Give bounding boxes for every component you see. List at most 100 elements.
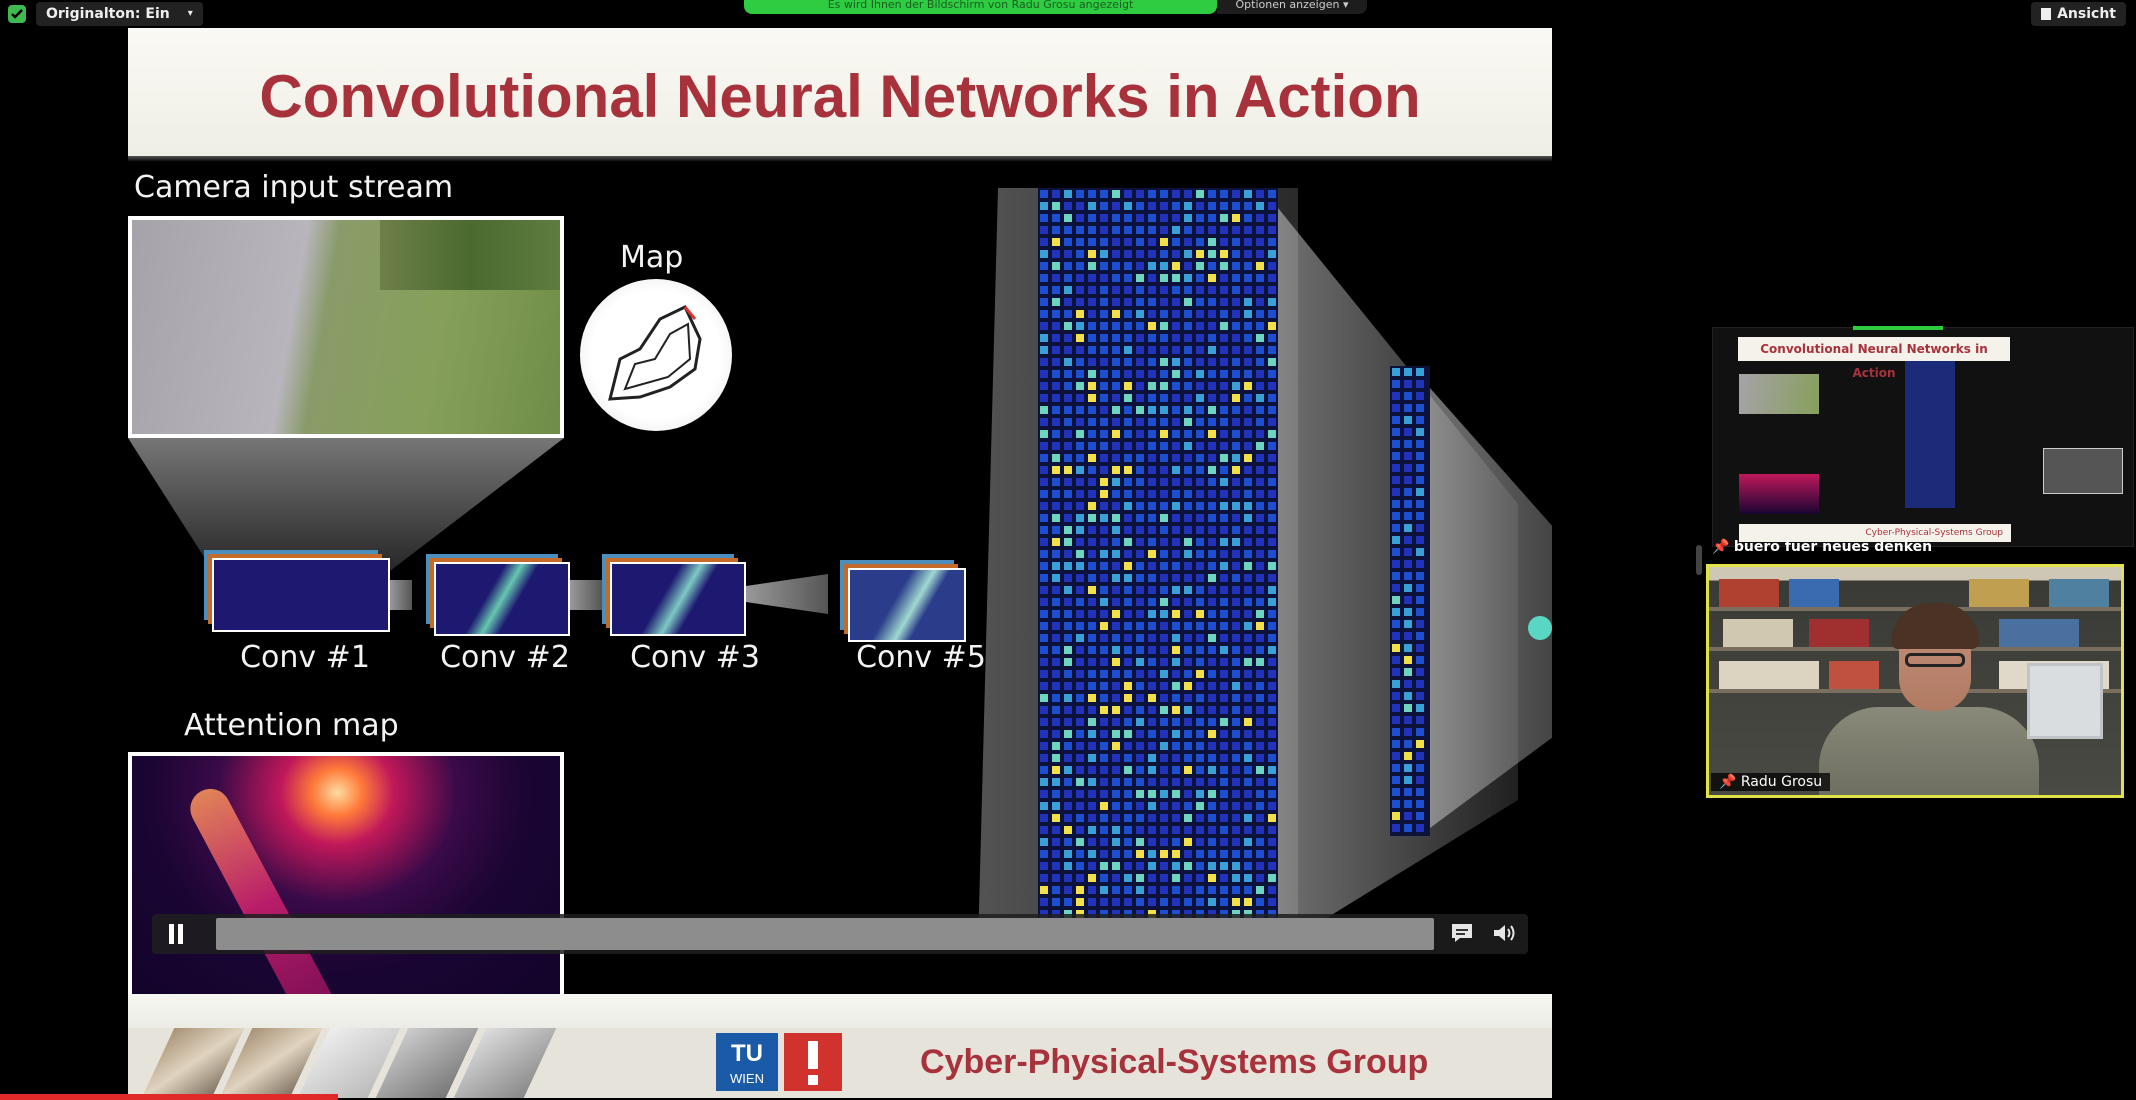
neuron — [1172, 418, 1180, 426]
neuron — [1244, 430, 1252, 438]
neuron — [1136, 646, 1144, 654]
neuron — [1208, 358, 1216, 366]
neuron — [1196, 502, 1204, 510]
neuron — [1244, 274, 1252, 282]
neuron — [1052, 742, 1060, 750]
volume-button[interactable] — [1492, 922, 1518, 944]
neuron — [1268, 370, 1276, 378]
neuron — [1268, 394, 1276, 402]
neuron — [1268, 490, 1276, 498]
neuron — [1244, 478, 1252, 486]
neuron — [1268, 346, 1276, 354]
neuron — [1124, 250, 1132, 258]
original-audio-label: Originalton: Ein — [46, 6, 170, 22]
neuron — [1052, 538, 1060, 546]
pause-button[interactable] — [160, 918, 192, 950]
view-button[interactable]: Ansicht — [2031, 2, 2126, 26]
neuron — [1100, 682, 1108, 690]
neuron — [1136, 202, 1144, 210]
neuron — [1100, 562, 1108, 570]
neuron — [1220, 850, 1228, 858]
neuron — [1220, 454, 1228, 462]
neuron — [1208, 370, 1216, 378]
neuron — [1404, 812, 1412, 820]
security-shield-icon[interactable] — [8, 5, 26, 23]
neuron — [1040, 694, 1048, 702]
neuron — [1112, 490, 1120, 498]
neuron — [1232, 598, 1240, 606]
neuron — [1040, 478, 1048, 486]
neuron — [1052, 826, 1060, 834]
neuron — [1268, 250, 1276, 258]
neuron — [1220, 538, 1228, 546]
neuron — [1404, 404, 1412, 412]
neuron — [1256, 286, 1264, 294]
conv-connector — [570, 580, 602, 610]
neuron — [1160, 274, 1168, 282]
neuron — [1196, 442, 1204, 450]
neuron — [1064, 262, 1072, 270]
neuron — [1076, 406, 1084, 414]
shared-screen-thumbnail[interactable]: Cyber-Physical-Systems Group — [1712, 326, 2134, 547]
neuron — [1256, 514, 1264, 522]
neuron — [1160, 598, 1168, 606]
neuron — [1088, 658, 1096, 666]
output-neuron — [1528, 616, 1552, 640]
neuron — [1392, 764, 1400, 772]
neuron — [1416, 704, 1424, 712]
neuron — [1052, 334, 1060, 342]
neuron — [1124, 790, 1132, 798]
neuron — [1268, 298, 1276, 306]
neuron — [1064, 646, 1072, 654]
neuron — [1208, 814, 1216, 822]
slide-title: Convolutional Neural Networks in Action — [259, 63, 1421, 130]
neuron — [1208, 310, 1216, 318]
neuron — [1100, 514, 1108, 522]
neuron — [1052, 346, 1060, 354]
neuron — [1208, 838, 1216, 846]
neuron — [1268, 802, 1276, 810]
neuron — [1088, 742, 1096, 750]
neuron — [1064, 394, 1072, 402]
panel-scroll-handle[interactable] — [1696, 545, 1702, 575]
neuron — [1064, 790, 1072, 798]
neuron — [1268, 238, 1276, 246]
neuron — [1064, 466, 1072, 474]
view-options-button[interactable]: Optionen anzeigen ▾ — [1217, 0, 1367, 14]
neuron — [1064, 286, 1072, 294]
neuron — [1172, 286, 1180, 294]
neuron — [1232, 694, 1240, 702]
neuron — [1076, 286, 1084, 294]
neuron — [1088, 598, 1096, 606]
neuron — [1404, 692, 1412, 700]
neuron — [1196, 598, 1204, 606]
original-audio-button[interactable]: Originalton: Ein ▾ — [36, 2, 203, 26]
neuron — [1112, 898, 1120, 906]
neuron — [1040, 202, 1048, 210]
neuron — [1172, 394, 1180, 402]
neuron — [1100, 658, 1108, 666]
neuron — [1256, 646, 1264, 654]
neuron — [1064, 574, 1072, 582]
neuron — [1148, 550, 1156, 558]
pin-icon: 📌 — [1712, 539, 1730, 555]
neuron — [1136, 538, 1144, 546]
neuron — [1148, 310, 1156, 318]
neuron — [1416, 740, 1424, 748]
video-progress-bar[interactable] — [216, 918, 1434, 950]
neuron — [1148, 406, 1156, 414]
neuron — [1136, 838, 1144, 846]
neuron — [1064, 418, 1072, 426]
captions-button[interactable] — [1450, 922, 1474, 944]
neuron — [1040, 706, 1048, 714]
neuron — [1416, 668, 1424, 676]
neuron — [1052, 418, 1060, 426]
neuron — [1220, 838, 1228, 846]
neuron — [1268, 658, 1276, 666]
neuron — [1268, 826, 1276, 834]
neuron — [1220, 754, 1228, 762]
participant-video-tile[interactable]: 📌 Radu Grosu — [1706, 564, 2124, 798]
neuron — [1184, 610, 1192, 618]
neuron — [1172, 442, 1180, 450]
neuron — [1196, 382, 1204, 390]
